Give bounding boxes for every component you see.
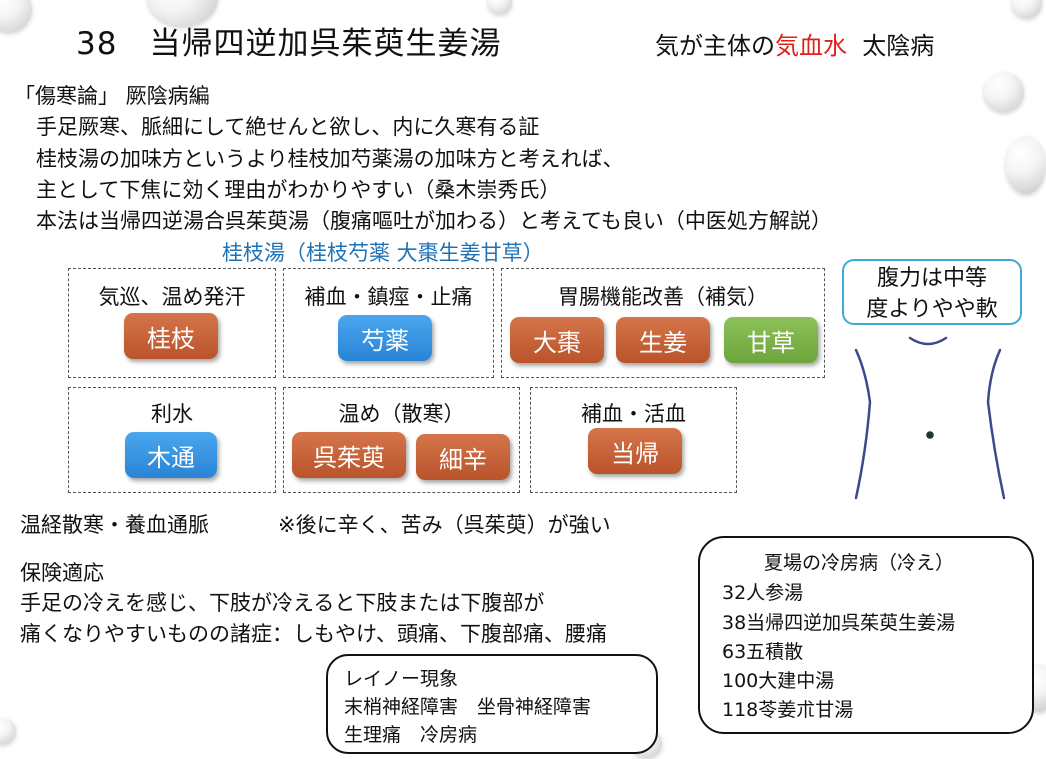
effect-note: ※後に辛く、苦み（呉茱萸）が強い [278,513,611,537]
group-label: 利水 [151,402,193,426]
raynaud-title: レイノー現象 [344,668,459,690]
decorative-droplet [0,0,32,32]
summer-item: 32人参湯 [722,582,804,604]
abdomen-line-2: 度よりやや軟 [866,297,998,322]
abdominal-strength-box: 腹力は中等 度よりやや軟 [842,259,1022,325]
page-subtitle: 気が主体の気血水 太陰病 [655,26,934,61]
intro-line-4: 本法は当帰四逆湯合呉茱萸湯（腹痛嘔吐が加わる）と考えても良い（中医処方解説） [36,209,832,233]
intro-line-2: 桂枝湯の加味方というより桂枝加芍薬湯の加味方と考えれば、 [36,147,624,171]
source-line: 「傷寒論」 厥陰病編 [14,84,210,108]
herb-taiso: 大棗 [510,317,604,363]
abdomen-line-1: 腹力は中等 [876,266,987,291]
herb-group-qi: 気巡、温め発汗 桂枝 [68,268,276,378]
herb-goshuyu: 呉茱萸 [292,432,406,478]
herb-kanzo: 甘草 [724,317,818,363]
herb-group-warming: 温め（散寒） 呉茱萸 細辛 [283,387,520,493]
subtitle-suffix: 太陰病 [862,32,935,60]
effect-main: 温経散寒・養血通脈 [20,513,209,537]
raynaud-box: レイノー現象 末梢神経障害 坐骨神経障害 生理痛 冷房病 [326,654,658,754]
intro-line-1: 手足厥寒、脈細にして絶せんと欲し、内に久寒有る証 [36,115,540,139]
herb-toki: 当帰 [588,428,682,474]
decorative-droplet [1006,136,1046,194]
decorative-droplet [984,72,1024,112]
subtitle-prefix: 気が主体の [655,32,775,60]
herb-saishin: 細辛 [416,434,510,480]
insurance-heading: 保険適応 [20,561,104,585]
herb-mokutsu: 木通 [125,432,217,478]
summer-item: 63五積散 [722,641,804,663]
summer-item: 38当帰四逆加呉茱萸生姜湯 [722,612,956,634]
subtitle-highlight: 気血水 [775,32,847,60]
summer-item: 100大建中湯 [722,670,835,692]
herb-group-digestion: 胃腸機能改善（補気） 大棗 生姜 甘草 [501,268,825,378]
herb-group-diuresis: 利水 木通 [68,387,276,493]
group-label: 補血・活血 [581,402,686,426]
abdomen-illustration [854,336,1006,500]
insurance-line-2: 痛くなりやすいものの諸症：しもやけ、頭痛、下腹部痛、腰痛 [20,622,607,646]
intro-line-3: 主として下焦に効く理由がわかりやすい（桑木崇秀氏） [36,178,561,202]
herb-shokyo: 生姜 [616,317,710,363]
herb-shakuyaku: 芍薬 [338,315,432,361]
herb-group-blood: 補血・鎮痙・止痛 芍薬 [283,268,494,378]
raynaud-line-2: 生理痛 冷房病 [344,724,478,746]
insurance-line-1: 手足の冷えを感じ、下肢が冷えると下肢または下腹部が [20,591,545,615]
herb-keishi: 桂枝 [124,313,218,359]
group-label: 胃腸機能改善（補気） [558,285,768,309]
decorative-droplet [488,0,512,14]
herb-group-blood-activation: 補血・活血 当帰 [530,387,737,493]
summer-item: 118苓姜朮甘湯 [722,699,854,721]
summer-cooling-box: 夏場の冷房病（冷え） 32人参湯 38当帰四逆加呉茱萸生姜湯 63五積散 100… [698,536,1034,734]
decorative-droplet [0,718,16,744]
group-label: 温め（散寒） [338,402,465,426]
decorative-droplet [1012,0,1042,18]
raynaud-line-1: 末梢神経障害 坐骨神経障害 [344,696,592,718]
group-label: 気巡、温め発汗 [98,285,246,309]
summer-title: 夏場の冷房病（冷え） [764,552,955,574]
group-label: 補血・鎮痙・止痛 [304,285,473,309]
base-formula: 桂枝湯（桂枝芍薬 大棗生姜甘草） [222,241,544,265]
page-title: 38 当帰四逆加呉茱萸生姜湯 [76,26,502,62]
